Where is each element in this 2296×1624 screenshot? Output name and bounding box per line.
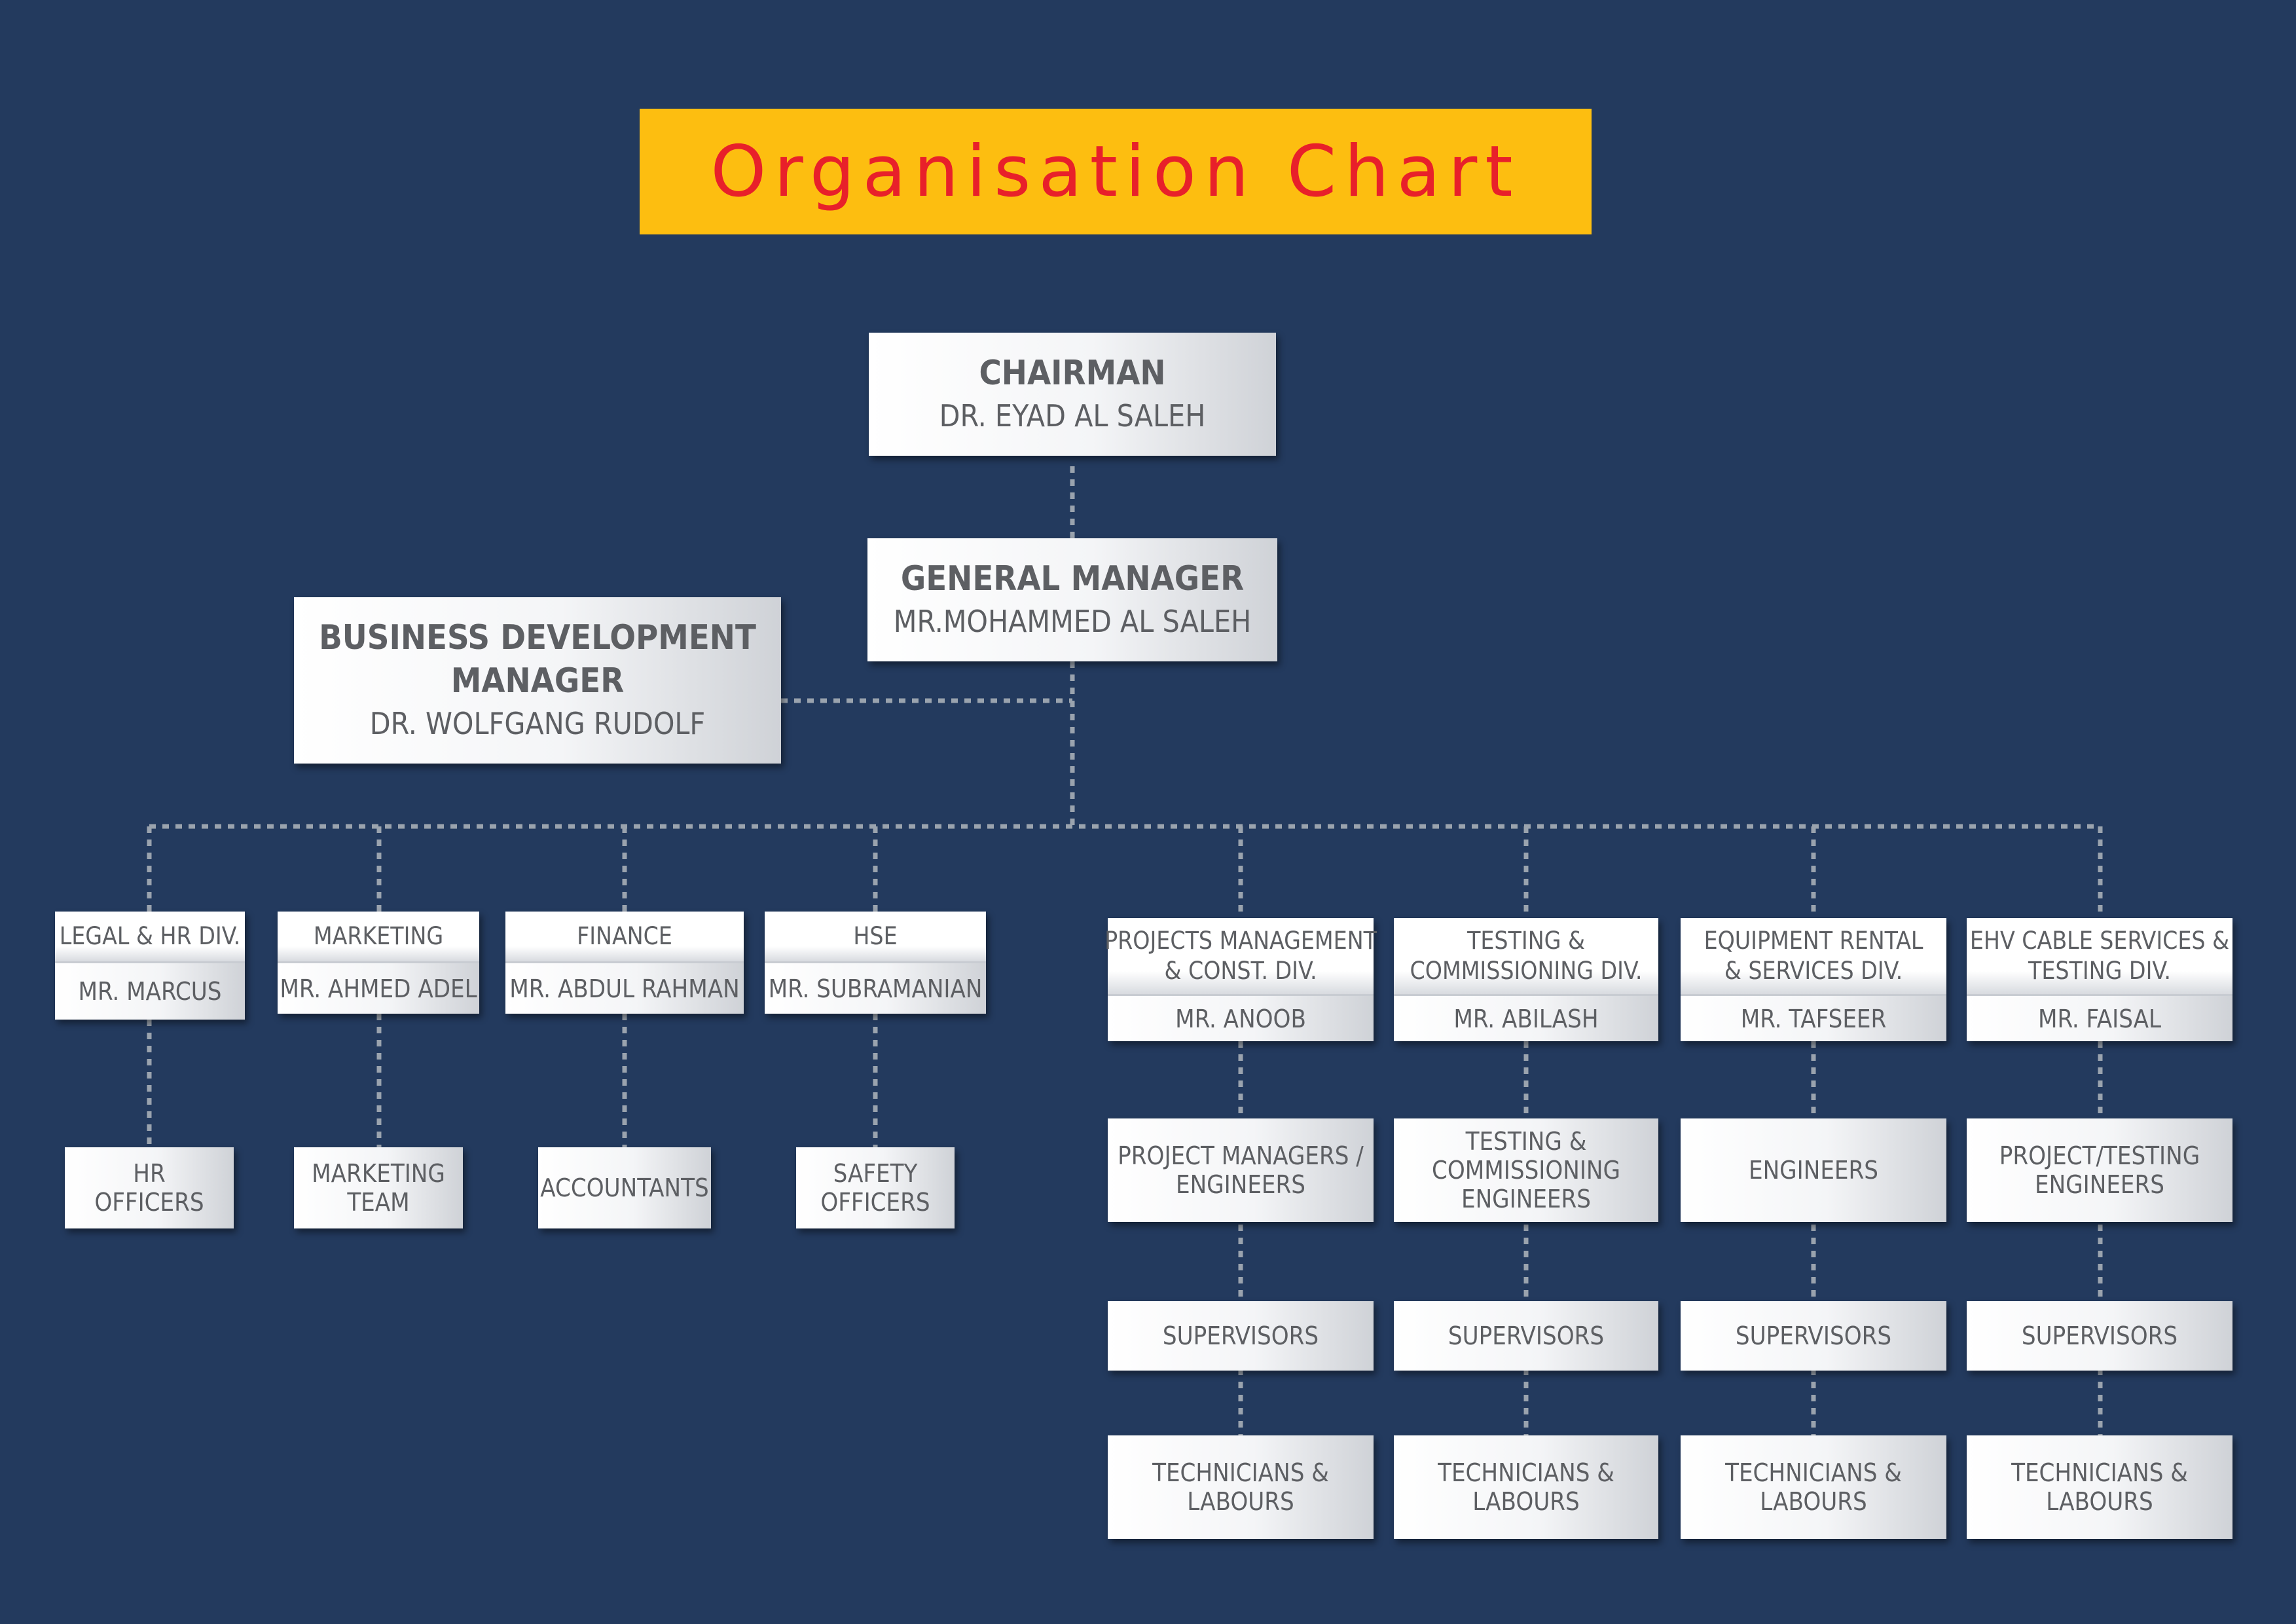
staff-label-line2: ENGINEERS bbox=[2035, 1170, 2164, 1199]
division-title: LEGAL & HR DIV. bbox=[59, 922, 241, 950]
division-title-line1: EHV CABLE SERVICES & bbox=[1969, 927, 2230, 955]
business-development-role-line2: MANAGER bbox=[450, 661, 625, 701]
chairman-name: DR. EYAD AL SALEH bbox=[939, 398, 1206, 434]
staff-label-line2: LABOURS bbox=[2046, 1487, 2153, 1516]
division-title-line1: PROJECTS MANAGEMENT bbox=[1104, 927, 1377, 955]
division-title: MARKETING bbox=[313, 922, 444, 950]
staff-box-engineers: ENGINEERS bbox=[1681, 1118, 1946, 1222]
staff-label-line3: ENGINEERS bbox=[1461, 1185, 1591, 1213]
staff-box-supervisors-ehv: SUPERVISORS bbox=[1967, 1301, 2232, 1371]
business-development-box: BUSINESS DEVELOPMENT MANAGER DR. WOLFGAN… bbox=[294, 597, 781, 764]
general-manager-name: MR.MOHAMMED AL SALEH bbox=[893, 604, 1252, 639]
staff-box-project-managers: PROJECT MANAGERS / ENGINEERS bbox=[1108, 1118, 1374, 1222]
division-title-line2: & CONST. DIV. bbox=[1164, 957, 1317, 985]
general-manager-role: GENERAL MANAGER bbox=[900, 559, 1245, 599]
staff-label-line1: MARKETING bbox=[312, 1159, 445, 1188]
business-development-role-line1: BUSINESS DEVELOPMENT bbox=[319, 618, 756, 657]
staff-label-line1: SUPERVISORS bbox=[1735, 1321, 1892, 1350]
staff-label-line1: SUPERVISORS bbox=[2021, 1321, 2178, 1350]
staff-label-line1: PROJECT/TESTING bbox=[1999, 1141, 2200, 1170]
division-box-legal-hr: LEGAL & HR DIV. MR. MARCUS bbox=[55, 912, 245, 1020]
staff-label-line1: SUPERVISORS bbox=[1162, 1321, 1319, 1350]
page-title: Organisation Chart bbox=[710, 130, 1521, 213]
division-head: MR. FAISAL bbox=[2037, 1004, 2162, 1033]
staff-label-line2: LABOURS bbox=[1472, 1487, 1580, 1516]
staff-box-accountants: ACCOUNTANTS bbox=[538, 1147, 711, 1228]
staff-label-line2: ENGINEERS bbox=[1176, 1170, 1305, 1199]
division-title-line2: TESTING DIV. bbox=[2028, 957, 2171, 985]
title-banner: Organisation Chart bbox=[640, 109, 1592, 234]
staff-box-hr-officers: HR OFFICERS bbox=[65, 1147, 234, 1228]
staff-label-line1: TECHNICIANS & bbox=[2011, 1458, 2188, 1487]
division-box-ehv: EHV CABLE SERVICES & TESTING DIV. MR. FA… bbox=[1967, 918, 2232, 1041]
staff-label-line1: ACCOUNTANTS bbox=[540, 1173, 709, 1202]
staff-label-line1: TECHNICIANS & bbox=[1725, 1458, 1902, 1487]
division-box-testing: TESTING & COMMISSIONING DIV. MR. ABILASH bbox=[1394, 918, 1658, 1041]
division-box-finance: FINANCE MR. ABDUL RAHMAN bbox=[505, 912, 744, 1014]
staff-box-supervisors-equipment: SUPERVISORS bbox=[1681, 1301, 1946, 1371]
staff-label-line1: PROJECT MANAGERS / bbox=[1118, 1141, 1364, 1170]
staff-box-technicians-testing: TECHNICIANS & LABOURS bbox=[1394, 1435, 1658, 1539]
general-manager-box: GENERAL MANAGER MR.MOHAMMED AL SALEH bbox=[867, 538, 1277, 661]
staff-box-technicians-ehv: TECHNICIANS & LABOURS bbox=[1967, 1435, 2232, 1539]
staff-label-line2: COMMISSIONING bbox=[1432, 1156, 1620, 1185]
business-development-name: DR. WOLFGANG RUDOLF bbox=[369, 706, 706, 741]
division-head: MR. AHMED ADEL bbox=[280, 974, 477, 1003]
staff-label-line2: LABOURS bbox=[1760, 1487, 1867, 1516]
division-head: MR. MARCUS bbox=[78, 977, 222, 1006]
staff-box-marketing-team: MARKETING TEAM bbox=[294, 1147, 463, 1228]
staff-box-technicians-equipment: TECHNICIANS & LABOURS bbox=[1681, 1435, 1946, 1539]
division-head: MR. ANOOB bbox=[1175, 1004, 1306, 1033]
division-title-line1: EQUIPMENT RENTAL bbox=[1704, 927, 1923, 955]
staff-box-supervisors-projects: SUPERVISORS bbox=[1108, 1301, 1374, 1371]
chairman-role: CHAIRMAN bbox=[979, 354, 1166, 393]
staff-label-line1: HR bbox=[133, 1159, 166, 1188]
staff-box-safety-officers: SAFETY OFFICERS bbox=[796, 1147, 955, 1228]
division-title-line1: TESTING & bbox=[1467, 927, 1585, 955]
division-title: FINANCE bbox=[577, 922, 672, 950]
chairman-box: CHAIRMAN DR. EYAD AL SALEH bbox=[869, 333, 1276, 456]
staff-box-project-testing-engineers: PROJECT/TESTING ENGINEERS bbox=[1967, 1118, 2232, 1222]
division-head: MR. SUBRAMANIAN bbox=[768, 974, 983, 1003]
staff-label-line2: LABOURS bbox=[1187, 1487, 1294, 1516]
staff-label-line1: SAFETY bbox=[833, 1159, 918, 1188]
staff-label-line2: OFFICERS bbox=[820, 1188, 930, 1217]
staff-label-line1: TESTING & bbox=[1465, 1127, 1587, 1156]
staff-label-line1: ENGINEERS bbox=[1749, 1156, 1878, 1185]
staff-label-line2: TEAM bbox=[347, 1188, 410, 1217]
division-title: HSE bbox=[853, 922, 898, 950]
staff-box-testing-engineers: TESTING & COMMISSIONING ENGINEERS bbox=[1394, 1118, 1658, 1222]
staff-box-technicians-projects: TECHNICIANS & LABOURS bbox=[1108, 1435, 1374, 1539]
division-box-hse: HSE MR. SUBRAMANIAN bbox=[765, 912, 986, 1014]
staff-label-line1: SUPERVISORS bbox=[1448, 1321, 1605, 1350]
division-box-equipment: EQUIPMENT RENTAL & SERVICES DIV. MR. TAF… bbox=[1681, 918, 1946, 1041]
division-head: MR. ABDUL RAHMAN bbox=[509, 974, 740, 1003]
staff-label-line1: TECHNICIANS & bbox=[1152, 1458, 1329, 1487]
division-box-projects: PROJECTS MANAGEMENT & CONST. DIV. MR. AN… bbox=[1104, 918, 1377, 1041]
staff-label-line1: TECHNICIANS & bbox=[1438, 1458, 1614, 1487]
division-box-marketing: MARKETING MR. AHMED ADEL bbox=[278, 912, 479, 1014]
staff-box-supervisors-testing: SUPERVISORS bbox=[1394, 1301, 1658, 1371]
staff-label-line2: OFFICERS bbox=[94, 1188, 204, 1217]
division-title-line2: COMMISSIONING DIV. bbox=[1410, 957, 1643, 985]
division-head: MR. TAFSEER bbox=[1740, 1004, 1887, 1033]
division-head: MR. ABILASH bbox=[1453, 1004, 1599, 1033]
division-title-line2: & SERVICES DIV. bbox=[1724, 957, 1903, 985]
